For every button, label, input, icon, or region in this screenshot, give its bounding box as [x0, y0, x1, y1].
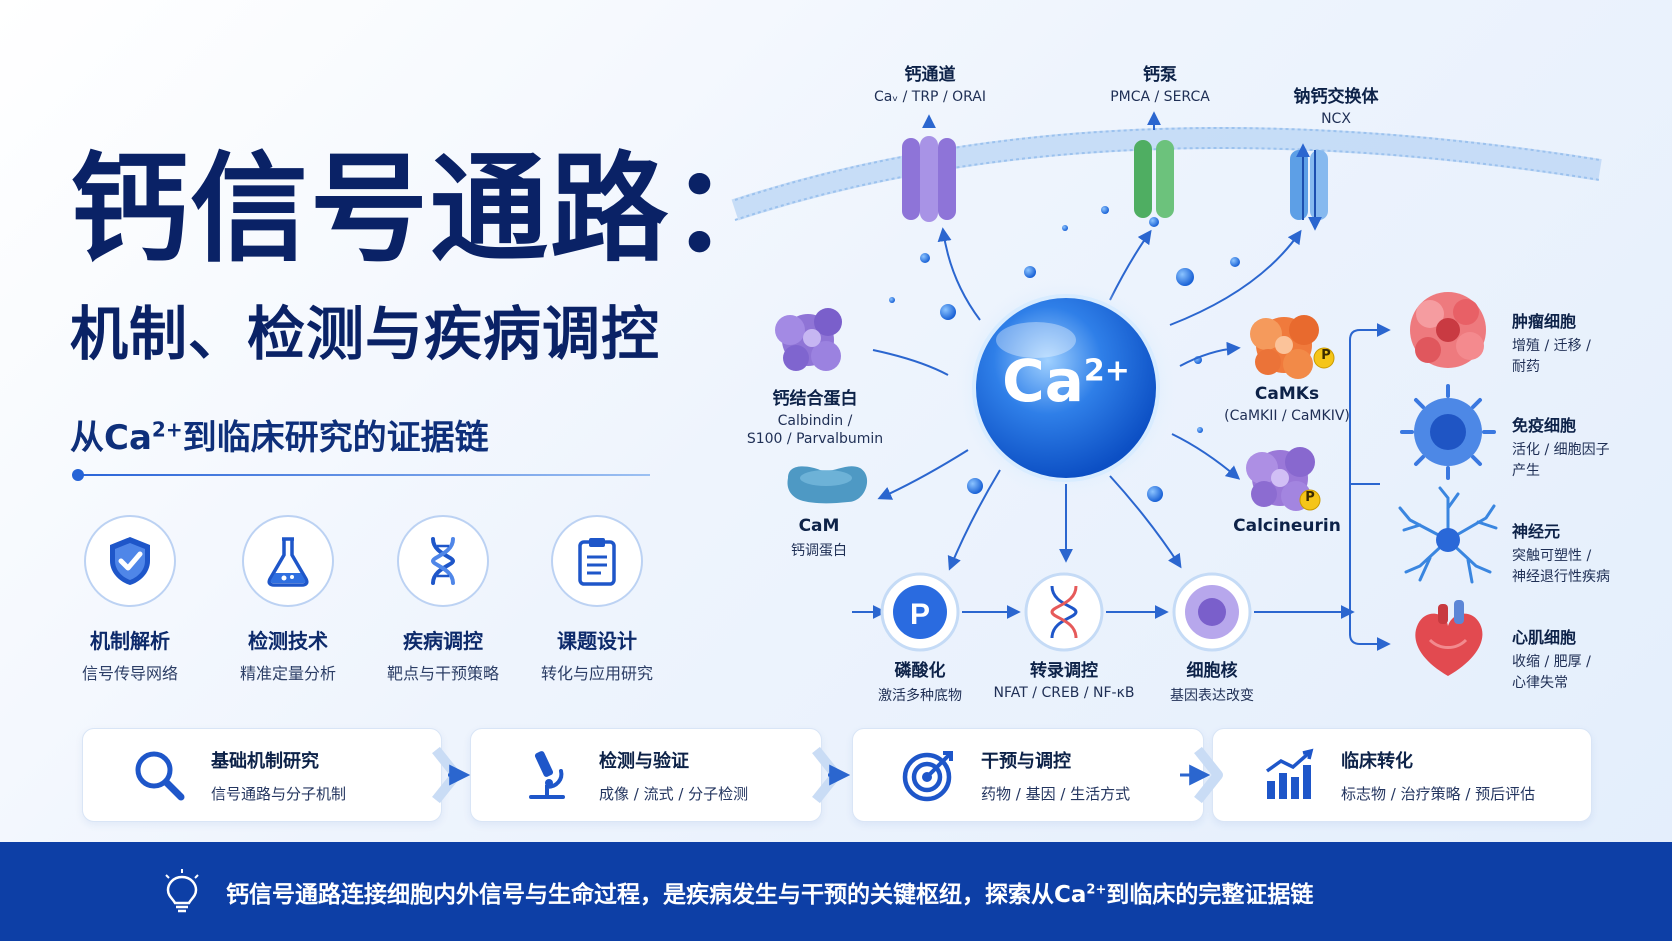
- clipboard-icon: [578, 538, 616, 586]
- step-basic-research: 基础机制研究 信号通路与分子机制: [82, 728, 442, 822]
- nucleus-label: 细胞核 基因表达改变: [1170, 661, 1254, 704]
- camks-phospho-badge: P: [1321, 348, 1331, 363]
- cell-membrane: [731, 127, 1602, 221]
- flask-icon: [267, 537, 309, 587]
- transcription-graphic: [1024, 572, 1104, 652]
- page-title: 钙信号通路：: [70, 140, 791, 278]
- calcium-ion-label: Ca2+: [1002, 347, 1130, 415]
- footer-text: 钙信号通路连接细胞内外信号与生命过程，是疾病发生与干预的关键枢纽，探索从Ca2+…: [226, 881, 1314, 908]
- svg-text:P: P: [910, 598, 930, 631]
- shield-check-icon: [110, 537, 150, 585]
- feature-detection: 检测技术 精准定量分析: [213, 515, 363, 684]
- cam-label: CaM 钙调蛋白: [791, 516, 847, 559]
- page-tagline: 从Ca2+到临床研究的证据链: [70, 417, 489, 458]
- neuron-label: 神经元 突触可塑性 / 神经退行性疾病: [1512, 522, 1610, 585]
- dna-icon: [430, 537, 456, 585]
- title-divider-dot: [72, 469, 84, 481]
- footer-banner: 钙信号通路连接细胞内外信号与生命过程，是疾病发生与干预的关键枢纽，探索从Ca2+…: [0, 842, 1672, 941]
- ncx-label: 钠钙交换体 NCX: [1293, 87, 1379, 127]
- calcineurin-phospho-badge: P: [1305, 490, 1315, 505]
- tumor-cell-label: 肿瘤细胞 增殖 / 迁移 / 耐药: [1512, 312, 1591, 375]
- microscope-icon: [529, 751, 565, 799]
- phosphorylation-graphic: P: [880, 572, 960, 652]
- tumor-cell-graphic: [1410, 292, 1486, 368]
- feature-mechanism: 机制解析 信号传导网络: [55, 515, 205, 684]
- neuron-graphic: [1398, 486, 1498, 584]
- camks-graphic: [1250, 315, 1335, 379]
- lightbulb-icon: [165, 868, 199, 912]
- camks-label: CaMKs (CaMKII / CaMKIV): [1224, 384, 1350, 424]
- calmodulin-graphic: [787, 466, 868, 504]
- feature-project: 课题设计 转化与应用研究: [522, 515, 672, 684]
- bar-chart-icon: [1265, 748, 1314, 799]
- calcium-pump-label: 钙泵 PMCA / SERCA: [1110, 65, 1210, 105]
- calcium-pump-graphic: [1134, 111, 1174, 227]
- cardiomyocyte-graphic: [1415, 600, 1483, 676]
- phosphorylation-label: 磷酸化 激活多种底物: [878, 661, 962, 704]
- calcineurin-graphic: [1246, 447, 1321, 511]
- calcium-ion-sphere: [972, 294, 1160, 482]
- ncx-exchanger-graphic: [1290, 143, 1328, 231]
- calcium-channel-graphic: [902, 114, 956, 222]
- calcium-channel-label: 钙通道 Caᵥ / TRP / ORAI: [873, 65, 987, 105]
- page-subtitle: 机制、检测与疾病调控: [70, 300, 661, 368]
- nucleus-graphic: [1172, 572, 1252, 652]
- magnifier-icon: [135, 751, 185, 801]
- cardiomyocyte-label: 心肌细胞 收缩 / 肥厚 / 心律失常: [1512, 628, 1591, 691]
- step-detection: 检测与验证 成像 / 流式 / 分子检测: [470, 728, 822, 822]
- calcineurin-label: Calcineurin: [1233, 516, 1341, 536]
- title-divider: [74, 474, 650, 476]
- feature-disease: 疾病调控 靶点与干预策略: [368, 515, 518, 684]
- binding-protein-label: 钙结合蛋白 Calbindin / S100 / Parvalbumin: [746, 389, 884, 447]
- immune-cell-graphic: [1400, 384, 1496, 480]
- step-intervention: 干预与调控 药物 / 基因 / 生活方式: [852, 728, 1204, 822]
- step-clinical: 临床转化 标志物 / 治疗策略 / 预后评估: [1212, 728, 1592, 822]
- transcription-label: 转录调控 NFAT / CREB / NF-κB: [993, 661, 1135, 701]
- immune-cell-label: 免疫细胞 活化 / 细胞因子 产生: [1512, 416, 1610, 479]
- target-icon: [902, 751, 953, 802]
- calcium-binding-protein-graphic: [775, 308, 842, 371]
